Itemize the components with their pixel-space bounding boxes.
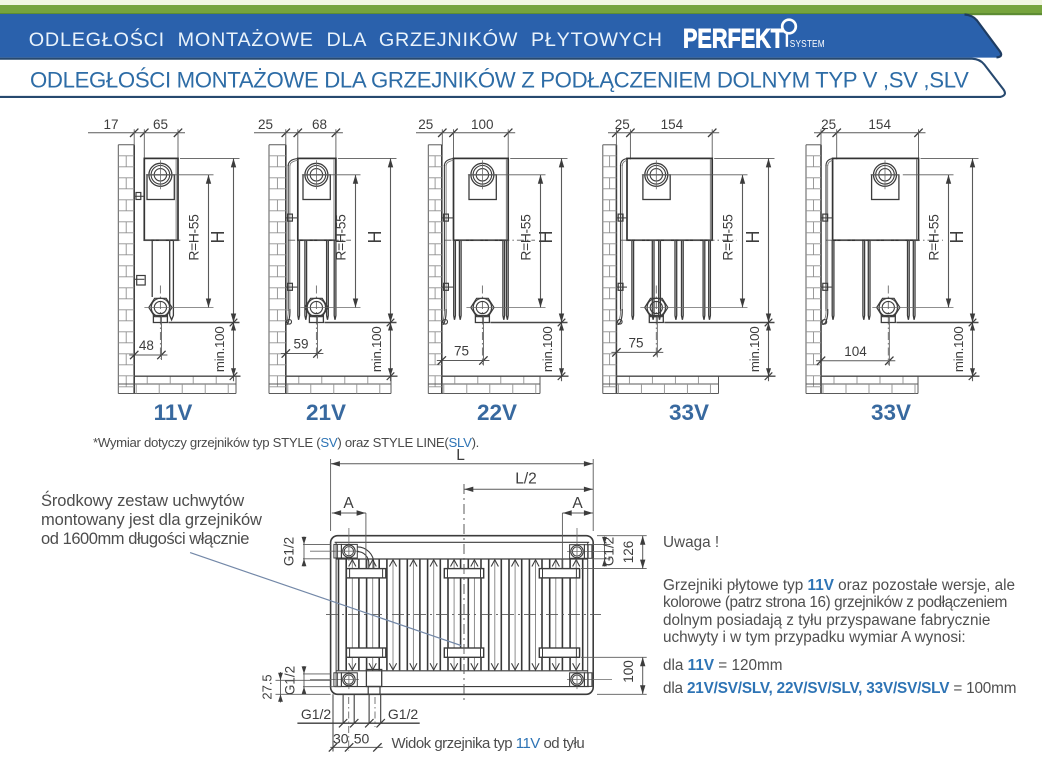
svg-text:104: 104 [844, 344, 867, 359]
svg-text:33V: 33V [669, 400, 709, 425]
svg-text:100: 100 [471, 117, 494, 132]
svg-text:25: 25 [615, 117, 630, 132]
svg-text:H: H [536, 231, 556, 244]
svg-text:17: 17 [103, 117, 118, 132]
svg-text:PERFEKT: PERFEKT [683, 24, 784, 54]
svg-text:G1/2: G1/2 [602, 537, 617, 566]
svg-text:H: H [208, 231, 228, 244]
svg-text:H: H [743, 231, 763, 244]
svg-text:SYSTEM: SYSTEM [790, 39, 825, 50]
svg-text:50: 50 [354, 730, 370, 746]
svg-text:A: A [343, 495, 354, 512]
svg-text:L/2: L/2 [515, 471, 537, 488]
svg-text:R=H-55: R=H-55 [187, 214, 202, 261]
svg-text:33V: 33V [871, 400, 911, 425]
svg-text:H: H [365, 231, 385, 244]
svg-text:65: 65 [153, 117, 168, 132]
svg-text:R=H-55: R=H-55 [721, 214, 736, 261]
svg-text:A: A [572, 495, 583, 512]
svg-text:min.100: min.100 [369, 327, 384, 373]
svg-text:R=H-55: R=H-55 [927, 214, 942, 261]
svg-text:G1/2: G1/2 [388, 706, 419, 722]
svg-text:25: 25 [258, 117, 273, 132]
svg-text:L: L [456, 447, 465, 464]
svg-text:11V: 11V [154, 400, 193, 425]
svg-text:R=H-55: R=H-55 [519, 214, 534, 261]
svg-text:75: 75 [628, 335, 643, 350]
svg-text:min.100: min.100 [747, 327, 762, 373]
svg-text:G1/2: G1/2 [282, 537, 297, 566]
svg-text:21V: 21V [306, 400, 346, 425]
svg-text:75: 75 [454, 344, 469, 359]
svg-text:min.100: min.100 [540, 327, 555, 373]
svg-text:G1/2: G1/2 [301, 706, 332, 722]
svg-text:H: H [947, 231, 967, 244]
svg-text:59: 59 [293, 337, 308, 352]
svg-text:154: 154 [661, 117, 684, 132]
svg-text:48: 48 [139, 338, 154, 353]
svg-text:126: 126 [621, 541, 636, 564]
svg-text:154: 154 [868, 117, 891, 132]
svg-text:min.100: min.100 [951, 327, 966, 373]
svg-text:ODLEGŁOŚCI MONTAŻOWE DLA GRZEJ: ODLEGŁOŚCI MONTAŻOWE DLA GRZEJNIKÓW Z PO… [30, 68, 969, 93]
svg-text:100: 100 [621, 660, 636, 683]
svg-text:68: 68 [312, 117, 327, 132]
svg-text:30: 30 [333, 730, 349, 746]
svg-text:22V: 22V [477, 400, 517, 425]
svg-text:min.100: min.100 [212, 327, 227, 373]
svg-text:25: 25 [418, 117, 433, 132]
svg-text:27.5: 27.5 [260, 674, 275, 699]
svg-text:R=H-55: R=H-55 [334, 214, 349, 261]
svg-text:25: 25 [821, 117, 836, 132]
svg-text:ODLEGŁOŚCI MONTAŻOWE DLA GRZEJ: ODLEGŁOŚCI MONTAŻOWE DLA GRZEJNIKÓW PŁYT… [29, 27, 663, 51]
